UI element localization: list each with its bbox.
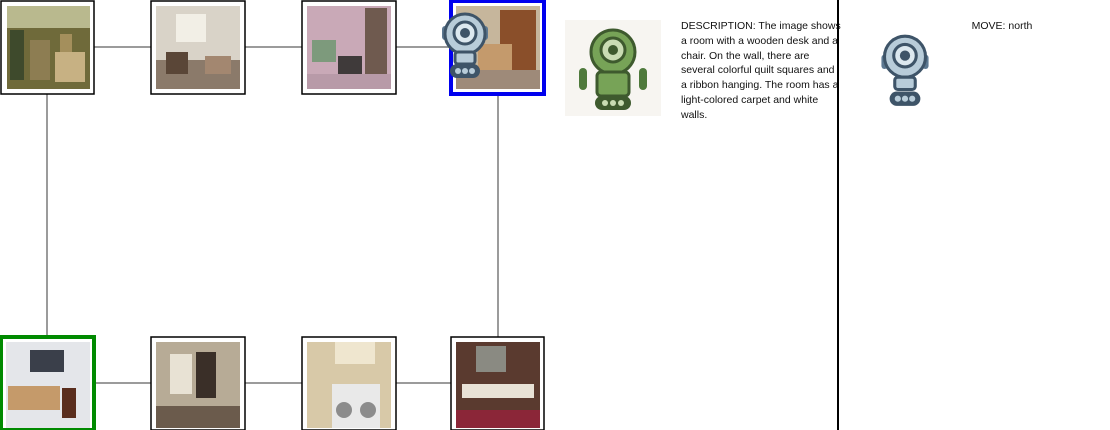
room-photo-hall [156, 342, 240, 428]
room-photo-laundry [307, 342, 391, 428]
room-tile-r7 [301, 336, 397, 430]
robot-icon [881, 34, 929, 106]
room-photo-chairs [156, 6, 240, 89]
room-tile-r3 [301, 0, 397, 95]
room-photo-storage [7, 6, 90, 89]
room-description: DESCRIPTION: The image shows a room with… [681, 20, 841, 121]
room-tile-r1 [0, 0, 95, 95]
room-tile-r8 [450, 336, 545, 430]
room-photo-dining [456, 342, 540, 428]
room-tile-r2 [150, 0, 246, 95]
room-tile-r5 [0, 335, 96, 430]
describer-avatar [565, 20, 661, 116]
robot-icon [579, 28, 647, 110]
room-tile-r6 [150, 336, 246, 430]
room-photo-office [6, 342, 90, 428]
room-photo-crafts [307, 6, 391, 89]
panel-divider [837, 0, 839, 430]
robot-icon [442, 12, 488, 78]
room-map [0, 0, 546, 430]
move-action: MOVE: north [971, 20, 1033, 32]
